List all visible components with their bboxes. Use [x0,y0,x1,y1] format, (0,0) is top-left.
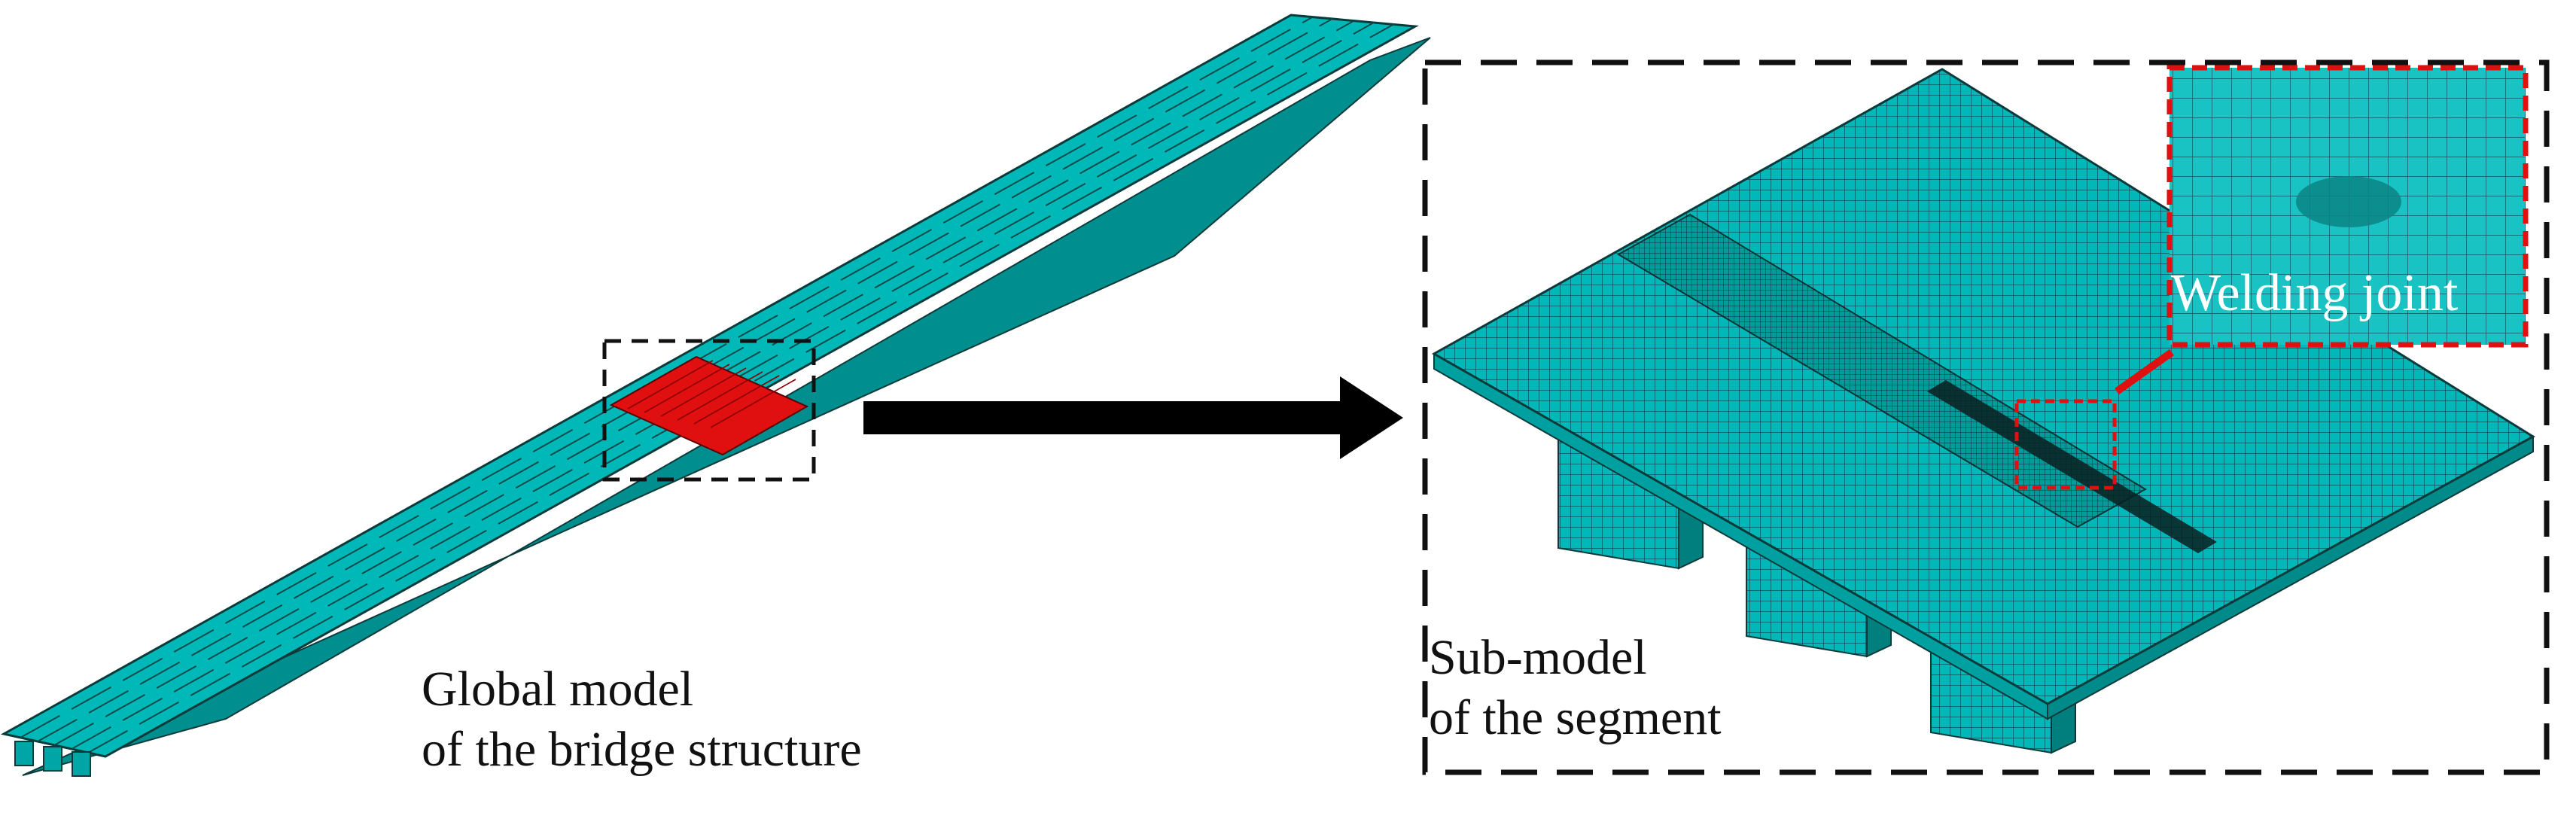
zoom-arrow-head [1340,376,1403,459]
sub-model-caption-line-1: Sub-model [1429,630,1647,685]
highlight-segment-mesh [627,360,796,428]
sub-model-caption-line-2: of the segment [1429,690,1722,745]
global-model-caption-line-2: of the bridge structure [422,722,862,777]
weld-spot-marker [2014,399,2117,490]
zoom-arrow-shaft [863,401,1345,434]
weld-detail-label: Welding joint [2171,264,2459,322]
global-bridge-model [0,14,1431,777]
zoom-arrow [863,376,1403,459]
global-bridge-end-girders [14,741,91,777]
global-selection-frame [602,339,816,482]
weld-detail-inset [2166,65,2529,348]
global-bridge-underside [22,37,1431,776]
global-model-caption-line-1: Global model [422,662,694,717]
sub-model-weld-line [1927,380,2217,553]
sub-model-refined-band [1616,213,2147,528]
sub-model-frame [1422,59,2550,775]
weld-detail-leader [2115,349,2174,395]
global-highlighted-segment [609,355,809,456]
global-model-caption: Global model of the bridge structure [422,659,862,780]
sub-model-caption: Sub-model of the segment [1429,628,1722,748]
weld-detail-refined-spot [2296,176,2401,227]
sub-model-panel [1422,59,2550,775]
